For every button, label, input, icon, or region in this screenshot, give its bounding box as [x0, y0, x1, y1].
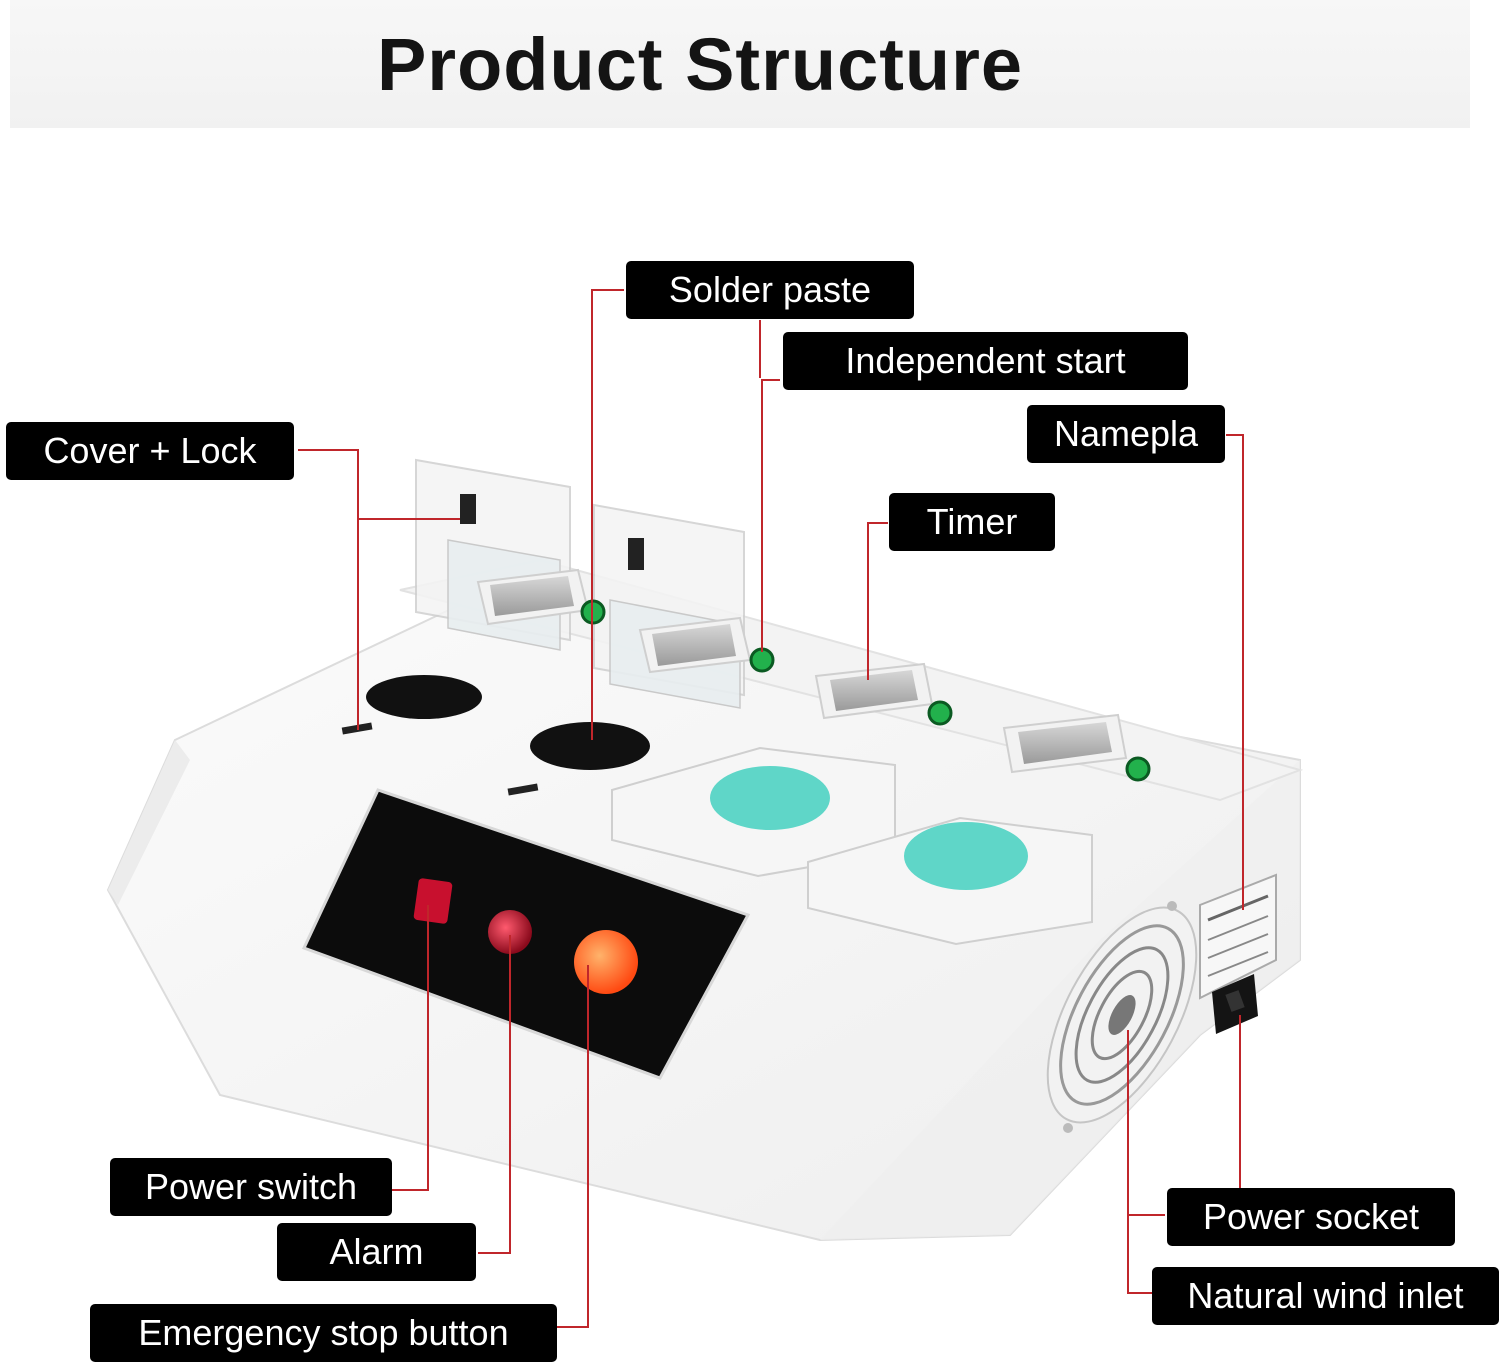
leader-emergency-stop [556, 965, 589, 1328]
leader-power-switch [392, 905, 429, 1191]
page-title: Product Structure [376, 23, 1024, 106]
callout-natural-wind-inlet: Natural wind inlet [1152, 1267, 1499, 1325]
fan-grille [1046, 901, 1198, 1133]
alarm-light [488, 910, 532, 954]
cover-with-lock-right [593, 503, 745, 709]
title-band [10, 0, 1470, 128]
leader-natural-wind-inlet [1127, 1215, 1152, 1294]
leader-cover-lock [298, 449, 359, 730]
leader-independent-start [761, 379, 780, 652]
timer-2 [638, 616, 752, 674]
leader-lines [298, 289, 1244, 1328]
power-switch-rocker [413, 878, 453, 924]
callout-timer: Timer [889, 493, 1055, 551]
callout-alarm: Alarm [277, 1223, 476, 1281]
solder-paste-cups [341, 675, 650, 796]
leader-nameplate [1226, 434, 1244, 910]
leader-solder-paste [591, 289, 624, 740]
callout-cover-lock: Cover + Lock [6, 422, 294, 480]
emergency-stop-knob [574, 930, 638, 994]
callout-independent-start: Independent start [783, 332, 1188, 390]
sponge-tray-right [807, 816, 1093, 946]
leader-timer [867, 522, 888, 680]
sponge-tray-left [611, 746, 896, 878]
callout-nameplate: Namepla [1027, 405, 1225, 463]
control-panel [301, 788, 751, 1080]
leader-alarm [478, 935, 511, 1254]
lock-icon [460, 494, 476, 524]
power-socket [1212, 974, 1258, 1034]
callout-emergency-stop: Emergency stop button [90, 1304, 557, 1362]
callout-solder-paste: Solder paste [626, 261, 914, 319]
callout-power-switch: Power switch [110, 1158, 392, 1216]
callout-power-socket: Power socket [1167, 1188, 1455, 1246]
lock-icon [628, 538, 644, 570]
timer-4 [1002, 713, 1128, 774]
nameplate [1199, 873, 1277, 1000]
timer-3 [814, 662, 934, 720]
